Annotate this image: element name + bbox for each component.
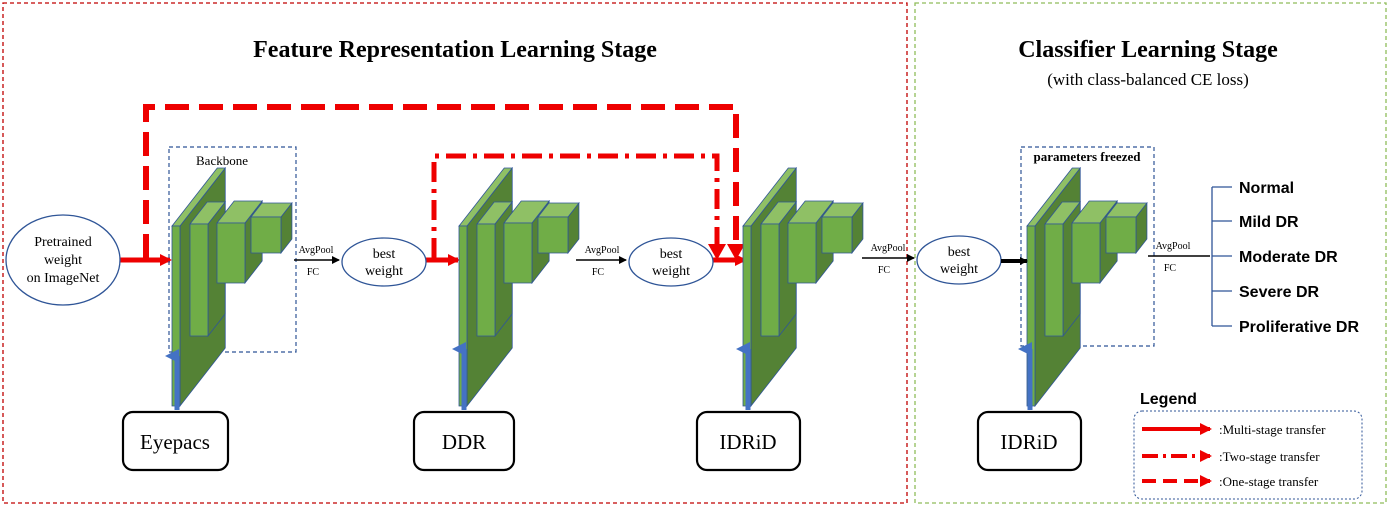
cnn-4-layer-2-front — [1044, 223, 1064, 337]
fc-label-4: FC — [1164, 263, 1177, 274]
pretrained-line2: weight — [44, 253, 82, 268]
cnn-1-layer-4-front — [250, 216, 282, 254]
legend-two-stage: :Two-stage transfer — [1142, 449, 1320, 464]
cnn-block-1 — [171, 166, 293, 408]
dataset-idrid-1: IDRiD — [695, 410, 802, 472]
dataset-idrid-2: IDRiD — [976, 410, 1083, 472]
feature-stage-title: Feature Representation Learning Stage — [253, 37, 657, 63]
avgpool-label-4: AvgPool — [1156, 241, 1191, 252]
cnn-1-layer-3-front — [216, 222, 246, 284]
cnn-2-layer-3-front — [503, 222, 533, 284]
pretrained-line3: on ImageNet — [27, 271, 100, 286]
dataset-idrid-1-label: IDRiD — [719, 430, 776, 454]
avgpool-fc-3: AvgPool FC — [862, 243, 915, 276]
cnn-1-layer-2-front — [189, 223, 209, 337]
one-stage-transfer-line — [143, 104, 739, 258]
avgpool-label-3: AvgPool — [871, 243, 906, 254]
pretrained-weight-node: Pretrained weight on ImageNet — [5, 214, 121, 306]
freezed-label: parameters freezed — [1034, 149, 1142, 164]
legend-one-stage: :One-stage transfer — [1142, 474, 1319, 489]
freezed-box — [1020, 146, 1155, 347]
legend-box — [1133, 410, 1363, 500]
best-weight-2-line2: weight — [652, 264, 690, 279]
avgpool-label-2: AvgPool — [585, 245, 620, 256]
best-weight-2-line1: best — [660, 247, 683, 262]
classifier-stage-subtitle: (with class-balanced CE loss) — [1047, 70, 1249, 89]
avgpool-label-1: AvgPool — [299, 245, 334, 256]
class-bracket — [1211, 186, 1232, 327]
cnn-block-2 — [458, 166, 580, 408]
pretrained-line1: Pretrained — [34, 235, 92, 250]
cnn-3-layer-2-front — [760, 223, 780, 337]
best-weight-node-2: best weight — [628, 237, 714, 287]
avgpool-fc-2: AvgPool FC — [576, 245, 627, 278]
cnn-4-layer-3-front — [1071, 222, 1101, 284]
classifier-stage-border — [914, 2, 1387, 504]
best-weight-1-line1: best — [373, 247, 396, 262]
classifier-stage-title: Classifier Learning Stage — [1018, 37, 1278, 63]
legend-multi-stage-label: :Multi-stage transfer — [1219, 422, 1326, 437]
cnn-2-layer-4-front — [537, 216, 569, 254]
class-mild-dr: Mild DR — [1239, 214, 1299, 231]
cnn-3-layer-3-front — [787, 222, 817, 284]
class-normal: Normal — [1239, 180, 1294, 197]
best-weight-node-1: best weight — [341, 237, 427, 287]
fc-label-1: FC — [307, 267, 320, 278]
two-stage-transfer-line — [431, 153, 720, 258]
two-stage-transfer-arrowhead — [708, 244, 726, 260]
cnn-2-layer-2-front — [476, 223, 496, 337]
avgpool-fc-4: AvgPool FC — [1148, 241, 1210, 274]
legend-one-stage-label: :One-stage transfer — [1219, 474, 1319, 489]
dataset-eyepacs-label: Eyepacs — [140, 430, 210, 454]
avgpool-fc-1: AvgPool FC — [294, 245, 340, 278]
dataset-eyepacs: Eyepacs — [121, 410, 230, 472]
fc-label-2: FC — [592, 267, 605, 278]
best-weight-1-line2: weight — [365, 264, 403, 279]
dataset-ddr: DDR — [412, 410, 516, 472]
cnn-block-3 — [742, 166, 864, 408]
backbone-label: Backbone — [196, 153, 248, 168]
cnn-block-4 — [1026, 166, 1148, 408]
legend-title: Legend — [1140, 391, 1197, 408]
best-weight-node-3: best weight — [916, 235, 1002, 285]
fc-label-3: FC — [878, 265, 891, 276]
legend-multi-stage: :Multi-stage transfer — [1142, 422, 1326, 437]
best-weight-3-line1: best — [948, 245, 971, 260]
dataset-ddr-label: DDR — [442, 430, 486, 454]
feature-stage-border — [2, 2, 908, 504]
class-moderate-dr: Moderate DR — [1239, 249, 1338, 266]
legend-two-stage-label: :Two-stage transfer — [1219, 449, 1320, 464]
cnn-4-layer-4-front — [1105, 216, 1137, 254]
one-stage-transfer-arrowhead — [727, 244, 745, 260]
cnn-3-layer-4-front — [821, 216, 853, 254]
dataset-idrid-2-label: IDRiD — [1000, 430, 1057, 454]
class-severe-dr: Severe DR — [1239, 284, 1319, 301]
class-proliferative-dr: Proliferative DR — [1239, 319, 1359, 336]
backbone-box — [168, 146, 297, 353]
best-weight-3-line2: weight — [940, 262, 978, 277]
